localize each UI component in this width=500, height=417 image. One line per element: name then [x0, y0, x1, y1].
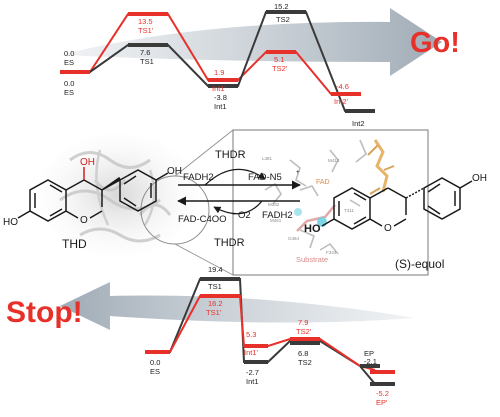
equol-oh-label: OH [472, 173, 487, 184]
es-value-2: 0.0 [64, 79, 74, 88]
bottom-epp-name: EP' [376, 398, 388, 407]
substrate-inset-label: Substrate [296, 255, 328, 264]
bottom-ts1-name: TS1 [208, 282, 222, 291]
fad-n5-label: FAD-N5 [248, 172, 282, 183]
fadh2-top-label: FADH2 [183, 172, 214, 183]
o2-to-fad-c4oo-arrow [213, 200, 263, 215]
es-value: 0.0 [64, 49, 74, 58]
thd-ho-label: HO [3, 217, 18, 228]
fadh2-to-fad-n5-arrow [204, 168, 266, 186]
thdr-top-label: THDR [215, 149, 246, 161]
bottom-es-value: 0.0 [150, 358, 160, 367]
progress-arrow-left [60, 282, 415, 330]
bottom-es-name: ES [150, 367, 160, 376]
ts1-value: 7.6 [140, 48, 150, 57]
residue-label-0: M413 [328, 158, 340, 163]
int2-name: Int2 [352, 119, 365, 128]
bottom-ts2-name: TS2 [298, 358, 312, 367]
equol-label: (S)-equol [395, 257, 444, 271]
bottom-int1p-value: 5.3 [246, 330, 256, 339]
thd-ring-oxygen: O [80, 215, 88, 226]
progress-arrow-right [60, 8, 442, 76]
bottom-ts1-value: 19.4 [208, 265, 223, 274]
ts2-value: 15.2 [274, 2, 289, 11]
bottom-ts2-value: 6.8 [298, 349, 308, 358]
active-site-inset: L381 M413 M282 M461 G464 F334 T411 FAD S… [174, 129, 429, 276]
thdr-bottom-label: THDR [214, 237, 245, 249]
thd-label: THD [62, 237, 87, 251]
equol-molecule [321, 177, 473, 230]
es-name-2: ES [64, 88, 74, 97]
bottom-ts1p-name: TS1' [206, 308, 222, 317]
fad-inset-label: FAD [316, 179, 330, 186]
protein-background [38, 133, 210, 257]
bottom-energy-profile: 0.0 ES 19.4 TS1 16.2 TS1' 5.3 Int1' -2.7… [6, 265, 415, 407]
bottom-black-pathway-line [150, 278, 376, 385]
o2-label: O2 [238, 210, 251, 221]
bottom-ts2p-name: TS2' [296, 327, 312, 336]
bottom-ep-name: EP [364, 349, 374, 358]
equol-ring-oxygen: O [384, 223, 392, 234]
ts2p-value: 5.1 [274, 55, 284, 64]
bottom-ts2p-value: 7.9 [298, 318, 308, 327]
es-name: ES [64, 58, 74, 67]
fad-c4oo-charge: − [232, 212, 236, 218]
go-label: Go! [410, 27, 460, 59]
int2p-value: -4.6 [336, 82, 349, 91]
bottom-int1p-name: Int1' [244, 348, 259, 357]
fad-n5-charge: + [296, 170, 300, 176]
int1p-value: 1.9 [214, 68, 224, 77]
int1p-name: Int1' [212, 84, 227, 93]
residue-label-1: L381 [262, 156, 273, 161]
thd-oh-label: OH [80, 157, 95, 168]
fad-c4oo-label: FAD-C4OO [178, 214, 227, 225]
reaction-arrows [177, 168, 301, 215]
thd-phenol-oh-label: OH [167, 166, 182, 177]
thd-molecule [17, 167, 169, 222]
residue-label-6: T411 [344, 208, 354, 213]
int2p-name: Int2' [334, 97, 349, 106]
residue-label-4: G464 [288, 236, 300, 241]
int1-name: Int1 [214, 102, 227, 111]
equol-ho-label: HO [304, 223, 321, 235]
int1-value: -3.8 [214, 93, 227, 102]
residue-label-5: F334 [326, 250, 337, 255]
ts2-name: TS2 [276, 15, 290, 24]
residue-label-2: M282 [268, 202, 280, 207]
fadh2-bottom-label: FADH2 [262, 210, 293, 221]
bottom-int1-value: -2.7 [246, 368, 259, 377]
top-energy-profile: 0.0 ES 0.0 ES 13.5 TS1' 7.6 TS1 1.9 Int1… [60, 2, 460, 137]
ts1p-value: 13.5 [138, 17, 153, 26]
stop-label: Stop! [6, 296, 83, 329]
ts1-name: TS1 [140, 57, 154, 66]
ts2p-name: TS2' [272, 64, 288, 73]
bottom-ts1p-value: 16.2 [208, 299, 223, 308]
bottom-epp-value: -5.2 [376, 389, 389, 398]
bottom-ep-value: -2.1 [364, 357, 377, 366]
ts1p-name: TS1' [138, 26, 154, 35]
bottom-int1-name: Int1 [246, 377, 259, 386]
residue-label-3: M461 [270, 218, 282, 223]
